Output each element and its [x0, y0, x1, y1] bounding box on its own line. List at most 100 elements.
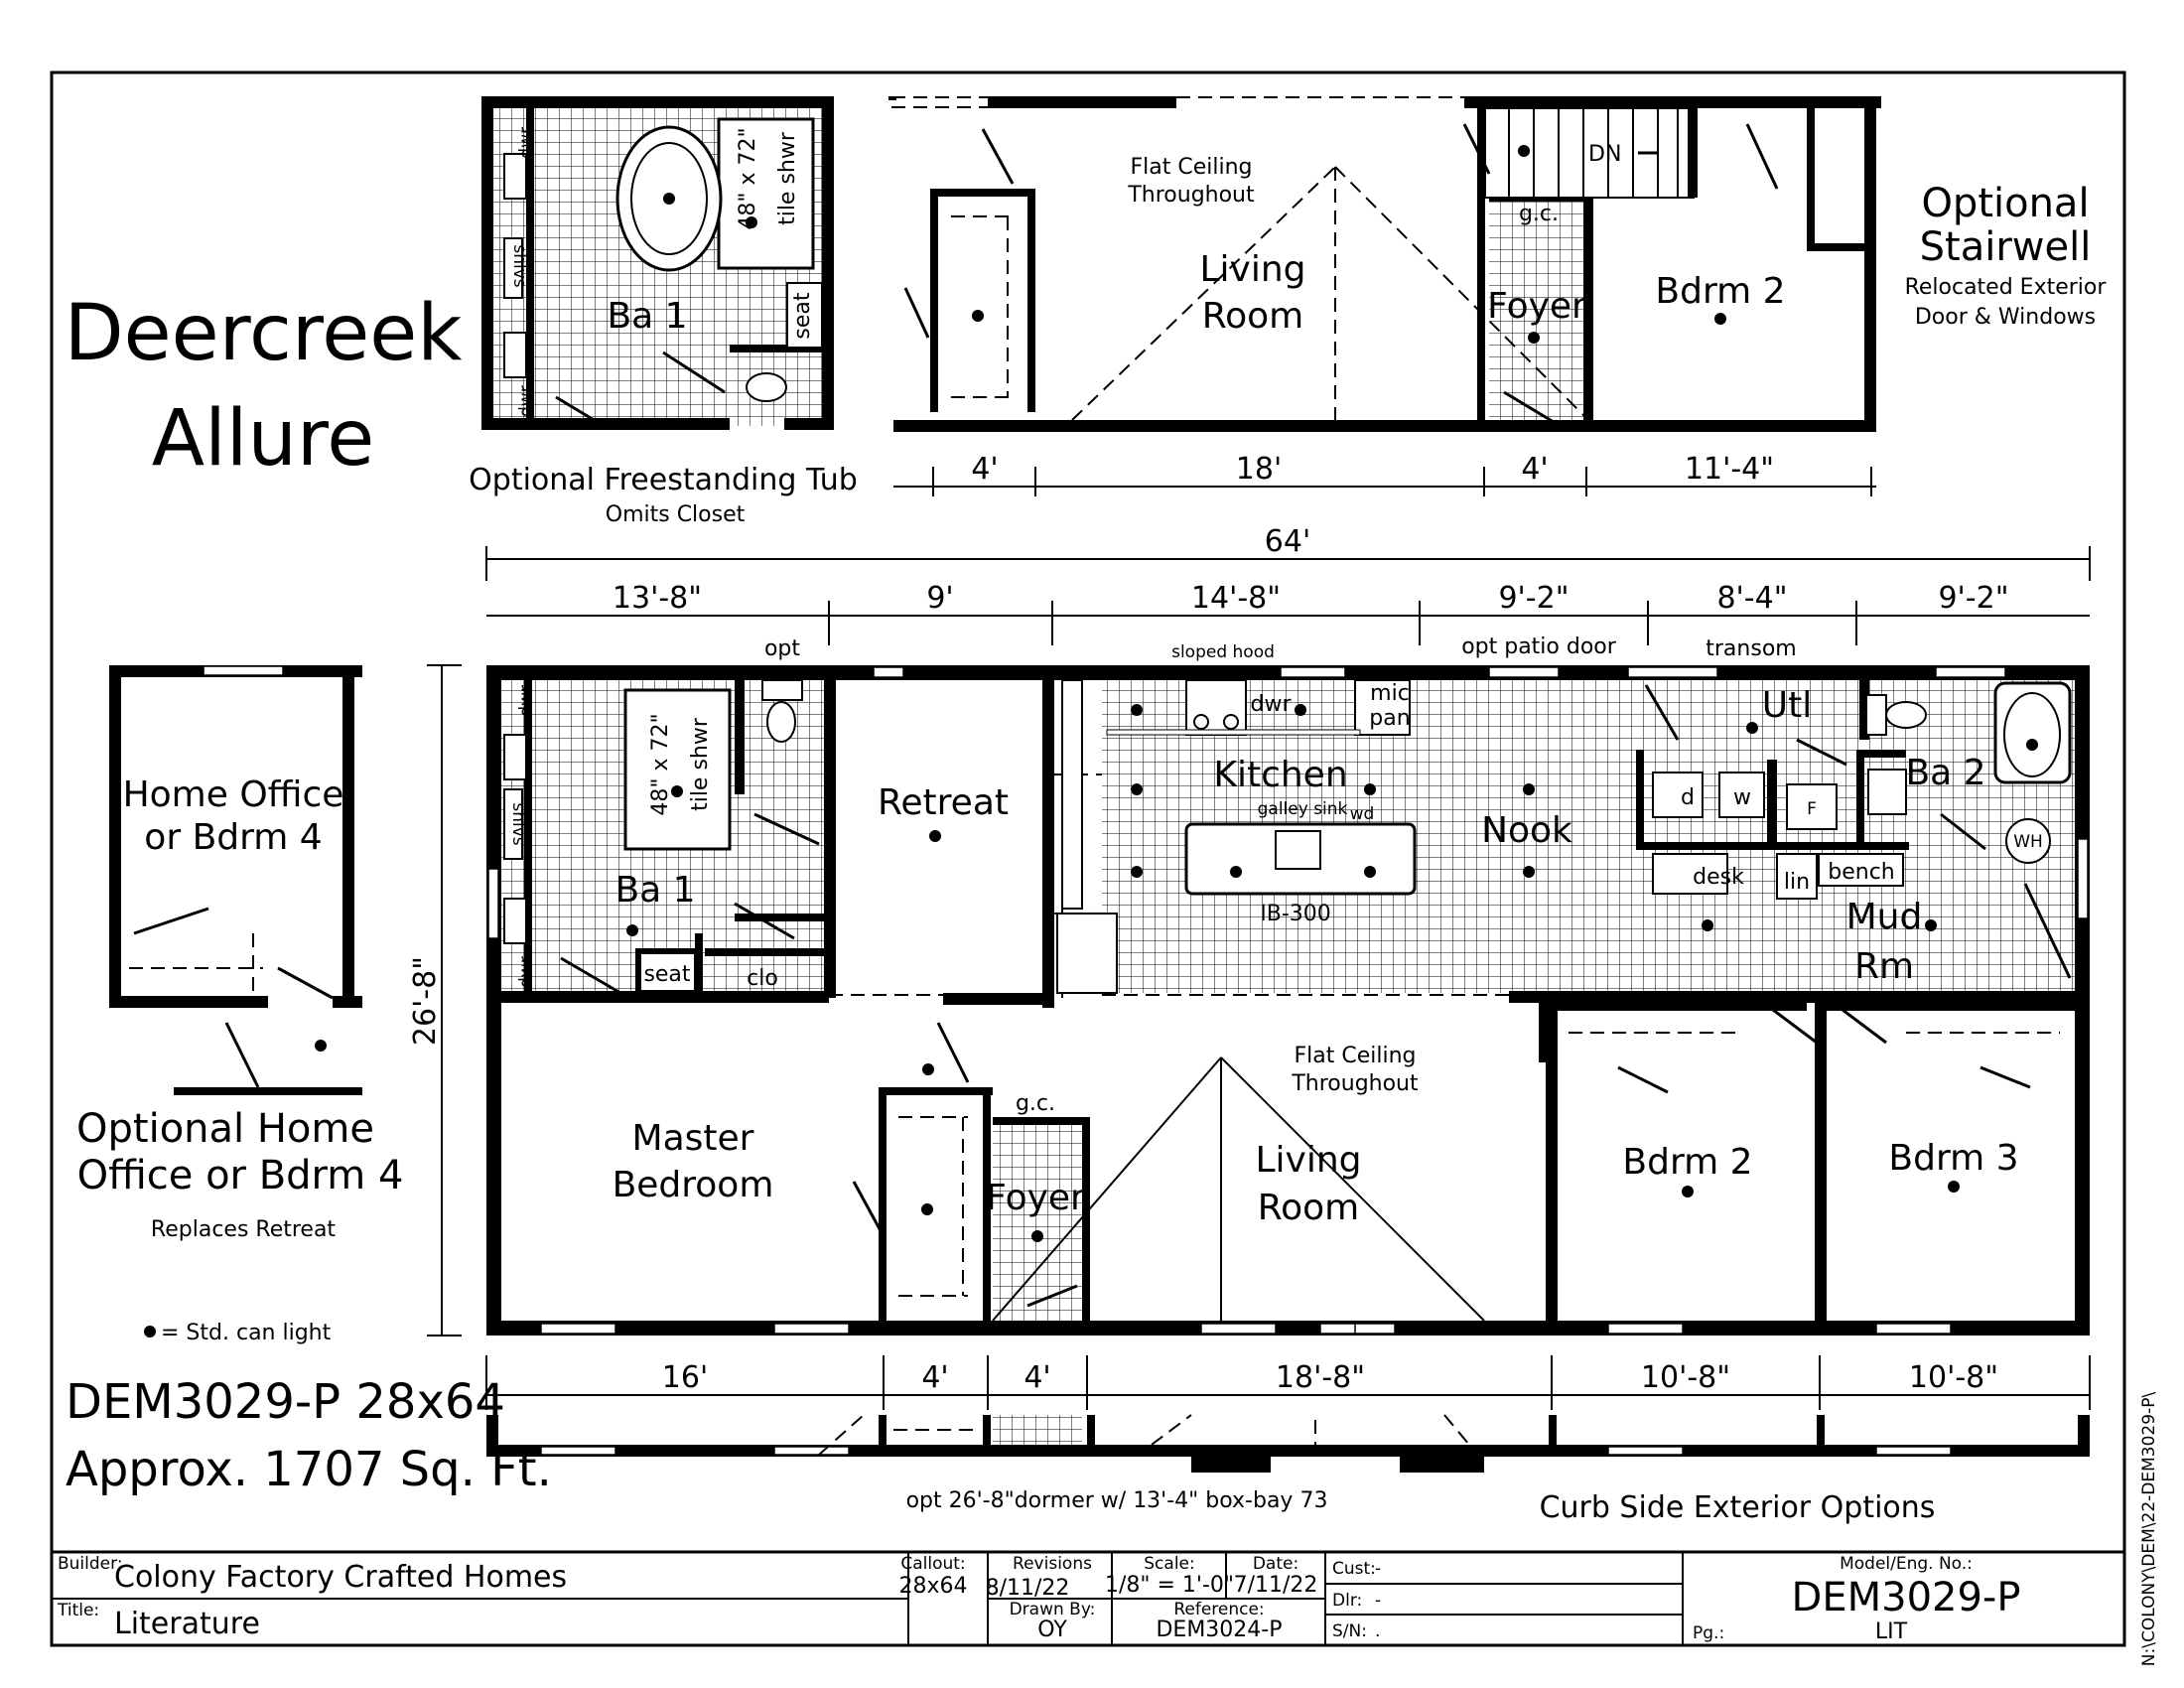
legend-label: = Std. can light: [161, 1321, 332, 1345]
sn-label: S/N:: [1332, 1621, 1367, 1641]
lin-label: lin: [1784, 870, 1810, 895]
clo-label: clo: [747, 966, 778, 991]
seat-label: seat: [643, 962, 690, 987]
room-mud: Mud: [1846, 897, 1923, 937]
dim-bottom-4: 18'-8": [1276, 1360, 1365, 1395]
sloped-hood-label: sloped hood: [1171, 642, 1275, 662]
room-home-office: Home Office: [123, 774, 344, 815]
dlr-value: -: [1375, 1591, 1381, 1611]
wd-label: wd: [1350, 804, 1375, 824]
dim-top-6: 9'-2": [1938, 581, 2008, 616]
dim-top-5: 8'-4": [1716, 581, 1787, 616]
dim-overall-width: 64': [1265, 524, 1310, 559]
dim-top-1: 13'-8": [613, 581, 702, 616]
room-foyer: Foyer: [986, 1178, 1085, 1218]
square-footage: Approx. 1707 Sq. Ft.: [66, 1442, 552, 1497]
cust-label: Cust:: [1332, 1559, 1376, 1579]
cust-value: -: [1375, 1559, 1381, 1579]
dim-top-4: 9'-2": [1498, 581, 1569, 616]
shower-label: 48" x 72": [648, 713, 673, 815]
option-stairwell-subtitle: Relocated Exterior: [1905, 275, 2108, 300]
option-freestanding-tub: dwr shlvs dwr Ba 1 seat 48" x 72" tile s…: [469, 96, 858, 527]
room-ba1: Ba 1: [614, 870, 695, 911]
title-value: Literature: [114, 1607, 260, 1641]
room-ba1: Ba 1: [607, 296, 687, 337]
room-living: Living: [1199, 249, 1305, 290]
legend-can-light: = Std. can light: [144, 1321, 332, 1345]
title-block: Builder: Colony Factory Crafted Homes Ti…: [52, 1550, 2124, 1645]
dwr-label: dwr: [516, 956, 536, 988]
dim-overall-depth: 26'-8": [408, 956, 443, 1046]
desk-label: desk: [1693, 865, 1744, 890]
shower-label: tile shwr: [688, 717, 713, 811]
room-foyer: Foyer: [1487, 286, 1586, 327]
gc-label: g.c.: [1016, 1091, 1055, 1116]
room-nook: Nook: [1481, 810, 1572, 851]
dim-stair-2: 18': [1236, 452, 1282, 487]
bench-label: bench: [1828, 860, 1894, 885]
dim-bottom-5: 10'-8": [1641, 1360, 1730, 1395]
room-master: Bedroom: [613, 1165, 774, 1205]
dlr-label: Dlr:: [1332, 1591, 1362, 1611]
room-utl: Utl: [1762, 685, 1812, 726]
option-stairwell-title: Stairwell: [1920, 224, 2092, 270]
flat-ceiling-note: Throughout: [1127, 183, 1255, 208]
furnace-label: F: [1807, 799, 1817, 819]
option-home-office-title: Optional Home: [76, 1106, 374, 1152]
island-label: IB-300: [1260, 902, 1331, 926]
opt-label: opt: [764, 636, 800, 661]
shower-label: tile shwr: [775, 131, 800, 225]
gc-label: g.c.: [1519, 202, 1559, 226]
water-heater-label: WH: [2013, 832, 2043, 852]
patio-door-label: opt patio door: [1461, 634, 1617, 659]
washer-label: w: [1733, 785, 1751, 810]
room-mud: Rm: [1854, 946, 1914, 987]
room-home-office: or Bdrm 4: [144, 817, 322, 858]
mic-pan-label: mic: [1370, 681, 1410, 706]
room-living: Living: [1255, 1140, 1361, 1181]
callout-value: 28x64: [898, 1574, 967, 1599]
builder-value: Colony Factory Crafted Homes: [114, 1560, 567, 1595]
dim-top-3: 14'-8": [1191, 581, 1281, 616]
pg-value: LIT: [1875, 1619, 1908, 1644]
galley-sink-label: galley sink: [1258, 799, 1348, 819]
sn-value: .: [1375, 1621, 1380, 1641]
revisions-label: Revisions: [1013, 1554, 1092, 1574]
scale-label: Scale:: [1144, 1554, 1194, 1574]
option-tub-subtitle: Omits Closet: [606, 502, 746, 527]
flat-ceiling-note: Flat Ceiling: [1294, 1044, 1416, 1068]
drawn-by-value: OY: [1037, 1618, 1067, 1642]
plan-title: Deercreek Allure: [65, 289, 463, 484]
dim-top-2: 9': [926, 581, 953, 616]
dim-bottom-2: 4': [921, 1360, 948, 1395]
scale-value: 1/8" = 1'-0": [1105, 1573, 1234, 1598]
file-path: N:\COLONY\DEM\22-DEM3029-P\: [2139, 1392, 2159, 1667]
shower-label: 48" x 72": [736, 127, 760, 229]
room-living: Room: [1258, 1188, 1360, 1228]
room-bdrm2: Bdrm 2: [1622, 1142, 1752, 1183]
room-master: Master: [632, 1118, 754, 1159]
dwr-label: dwr: [516, 685, 536, 717]
callout-label: Callout:: [900, 1554, 965, 1574]
flat-ceiling-note: Flat Ceiling: [1130, 155, 1252, 180]
date-value: 7/11/22: [1234, 1573, 1318, 1598]
shlvs-label: shlvs: [509, 244, 529, 287]
sheet-border: [50, 70, 2126, 1647]
dim-bottom-6: 10'-8": [1909, 1360, 1998, 1395]
drawn-by-label: Drawn By:: [1010, 1600, 1096, 1619]
room-kitchen: Kitchen: [1213, 755, 1347, 795]
option-stairwell-title: Optional: [1921, 181, 2089, 226]
model-label: Model/Eng. No.:: [1840, 1554, 1973, 1574]
room-living: Room: [1202, 296, 1304, 337]
dimensions: 64' 13'-8" 9' 14'-8" 9'-2" 8'-4" 9'-2" 2…: [408, 524, 2091, 1410]
shlvs-label: shlvs: [508, 802, 528, 845]
revisions-value: 8/11/22: [986, 1576, 1070, 1601]
option-home-office-title: Office or Bdrm 4: [77, 1153, 404, 1198]
dim-bottom-1: 16': [662, 1360, 708, 1395]
mic-pan-label: pan: [1369, 706, 1410, 731]
curb-side-title: Curb Side Exterior Options: [1540, 1490, 1936, 1525]
date-label: Date:: [1253, 1554, 1298, 1574]
dim-stair-1: 4': [971, 452, 998, 487]
option-stairwell-subtitle: Door & Windows: [1915, 305, 2096, 330]
